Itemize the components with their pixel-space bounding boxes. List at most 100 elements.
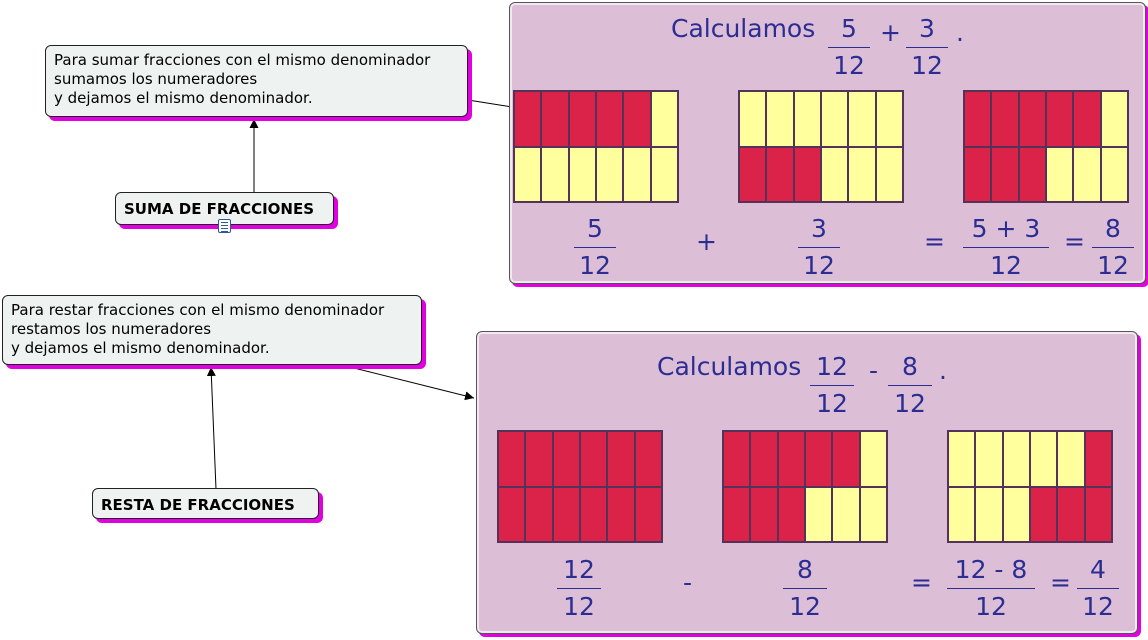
denominator: 12 bbox=[975, 592, 1007, 621]
suma-fraction-2: 3 12 bbox=[798, 211, 840, 284]
unshaded-cell bbox=[1100, 146, 1128, 202]
shaded-cell bbox=[805, 431, 833, 487]
shaded-cell bbox=[634, 486, 662, 542]
shaded-cell bbox=[552, 431, 580, 487]
shaded-cell bbox=[514, 91, 542, 147]
resta-grid-2 bbox=[722, 430, 888, 543]
unshaded-cell bbox=[848, 146, 876, 202]
resta-title-fraction-b: 8 12 bbox=[888, 349, 932, 422]
shaded-cell bbox=[991, 146, 1019, 202]
denominator: 12 bbox=[1082, 592, 1114, 621]
suma-title-operator: + bbox=[880, 18, 901, 47]
unshaded-cell bbox=[948, 431, 976, 487]
suma-grid-3 bbox=[963, 90, 1129, 203]
shaded-cell bbox=[793, 146, 821, 202]
shaded-cell bbox=[991, 91, 1019, 147]
unshaded-cell bbox=[821, 91, 849, 147]
suma-panel[interactable]: Calculamos 5 12 + 3 12 . 5 12 + 3 12 = 5… bbox=[509, 2, 1146, 284]
unshaded-cell bbox=[975, 486, 1003, 542]
concept-resta[interactable]: RESTA DE FRACCIONES bbox=[92, 488, 319, 519]
resta-fraction-4: 4 12 bbox=[1077, 552, 1119, 625]
numerator: 8 bbox=[888, 349, 932, 386]
shaded-cell bbox=[832, 431, 860, 487]
denominator: 12 bbox=[816, 389, 848, 418]
unshaded-cell bbox=[541, 146, 569, 202]
denominator: 12 bbox=[1097, 251, 1129, 280]
unshaded-cell bbox=[1030, 431, 1058, 487]
unshaded-cell bbox=[596, 146, 624, 202]
unshaded-cell bbox=[832, 486, 860, 542]
shaded-cell bbox=[1018, 146, 1046, 202]
shaded-cell bbox=[525, 486, 553, 542]
resta-fraction-3: 12 - 8 12 bbox=[947, 552, 1035, 625]
denominator: 12 bbox=[789, 592, 821, 621]
resta-title-operator: - bbox=[869, 356, 879, 385]
unshaded-cell bbox=[1046, 146, 1074, 202]
numerator: 8 bbox=[783, 552, 827, 589]
shaded-cell bbox=[541, 91, 569, 147]
shaded-cell bbox=[766, 146, 794, 202]
unshaded-cell bbox=[848, 91, 876, 147]
unshaded-cell bbox=[650, 91, 678, 147]
shaded-cell bbox=[580, 431, 608, 487]
numerator: 4 bbox=[1077, 552, 1119, 589]
numerator: 3 bbox=[906, 11, 948, 48]
concept-suma-label: SUMA DE FRACCIONES bbox=[124, 200, 315, 218]
unshaded-cell bbox=[859, 486, 887, 542]
shaded-cell bbox=[552, 486, 580, 542]
shaded-cell bbox=[498, 431, 526, 487]
document-icon[interactable] bbox=[218, 219, 231, 233]
resta-fraction-2: 8 12 bbox=[783, 552, 827, 625]
suma-fraction-3: 5 + 3 12 bbox=[963, 211, 1049, 284]
resta-title: Calculamos bbox=[657, 352, 802, 381]
denominator: 12 bbox=[833, 51, 865, 80]
shaded-cell bbox=[596, 91, 624, 147]
suma-title-fraction-a: 5 12 bbox=[828, 11, 870, 84]
link-note-to-resta-panel bbox=[349, 366, 475, 401]
unshaded-cell bbox=[1002, 431, 1030, 487]
denominator: 12 bbox=[894, 389, 926, 418]
shaded-cell bbox=[568, 91, 596, 147]
unshaded-cell bbox=[766, 91, 794, 147]
numerator: 5 bbox=[574, 211, 616, 248]
note-suma-line-2: sumamos los numeradores bbox=[54, 70, 258, 88]
shaded-cell bbox=[1084, 431, 1112, 487]
shaded-cell bbox=[777, 431, 805, 487]
shaded-cell bbox=[723, 486, 751, 542]
suma-grid-1 bbox=[513, 90, 679, 203]
numerator: 8 bbox=[1092, 211, 1134, 248]
shaded-cell bbox=[777, 486, 805, 542]
unshaded-cell bbox=[568, 146, 596, 202]
unshaded-cell bbox=[514, 146, 542, 202]
suma-equals-1: = bbox=[924, 227, 945, 256]
note-resta-line-1: Para restar fracciones con el mismo deno… bbox=[11, 301, 385, 319]
shaded-cell bbox=[623, 91, 651, 147]
shaded-cell bbox=[1084, 486, 1112, 542]
shaded-cell bbox=[607, 431, 635, 487]
shaded-cell bbox=[607, 486, 635, 542]
unshaded-cell bbox=[805, 486, 833, 542]
denominator: 12 bbox=[579, 251, 611, 280]
note-suma[interactable]: Para sumar fracciones con el mismo denom… bbox=[45, 45, 468, 117]
note-resta[interactable]: Para restar fracciones con el mismo deno… bbox=[2, 295, 422, 365]
concept-suma[interactable]: SUMA DE FRACCIONES bbox=[115, 192, 334, 225]
unshaded-cell bbox=[623, 146, 651, 202]
numerator: 12 bbox=[810, 349, 854, 386]
note-suma-line-3: y dejamos el mismo denominador. bbox=[54, 89, 313, 107]
shaded-cell bbox=[580, 486, 608, 542]
resta-fraction-1: 12 12 bbox=[557, 552, 601, 625]
numerator: 12 bbox=[557, 552, 601, 589]
resta-panel[interactable]: Calculamos 12 12 - 8 12 . 12 12 - 8 12 =… bbox=[476, 331, 1138, 634]
suma-operator: + bbox=[696, 227, 717, 256]
unshaded-cell bbox=[650, 146, 678, 202]
unshaded-cell bbox=[859, 431, 887, 487]
unshaded-cell bbox=[793, 91, 821, 147]
resta-operator: - bbox=[683, 568, 693, 597]
unshaded-cell bbox=[1002, 486, 1030, 542]
resta-grid-1 bbox=[497, 430, 663, 543]
resta-title-fraction-a: 12 12 bbox=[810, 349, 854, 422]
unshaded-cell bbox=[948, 486, 976, 542]
numerator: 3 bbox=[798, 211, 840, 248]
shaded-cell bbox=[525, 431, 553, 487]
